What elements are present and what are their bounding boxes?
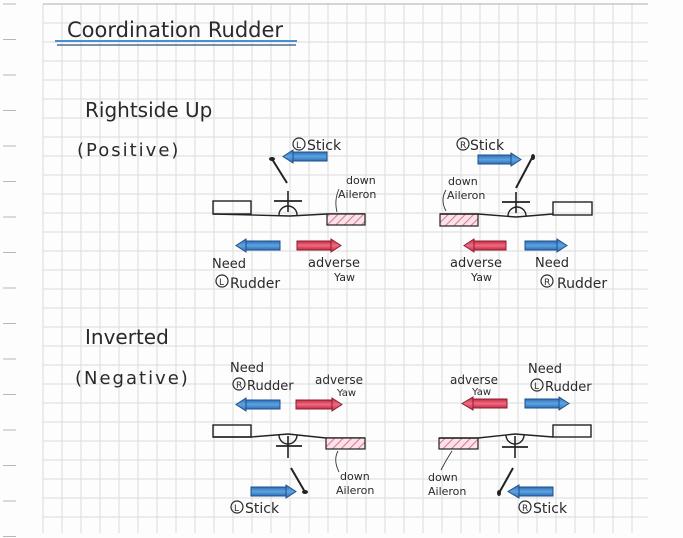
section-heading-inverted: Inverted <box>85 325 169 349</box>
rudder-side-badge <box>215 274 229 288</box>
yaw-label-line2: Yaw <box>471 387 491 398</box>
stick-arrow-right <box>477 152 522 167</box>
stick-arrow-inverted-right <box>507 484 554 499</box>
rudder-label-line2: Rudder <box>247 379 294 394</box>
rudder-label-line1: Need <box>535 256 569 271</box>
stick-label: Stick <box>470 138 505 154</box>
panel-upright-right-stick: R Stick <box>456 137 535 189</box>
rudder-label-line2: Rudder <box>230 276 280 292</box>
rudder-side-letter: L <box>219 278 224 288</box>
aileron-label-line1: down <box>448 175 478 188</box>
aileron-callout-inverted-left: down Aileron <box>335 450 374 497</box>
wing-inverted-right <box>438 424 592 458</box>
stick-side-badge <box>230 500 244 514</box>
control-stick-icon <box>269 157 288 184</box>
rudder-arrow-inverted-left <box>235 397 281 412</box>
rudder-label-line2: Rudder <box>545 380 592 395</box>
down-aileron-right <box>326 213 366 226</box>
aileron-label-line1: down <box>428 471 458 484</box>
margin-ticks <box>3 3 16 537</box>
rudder-side-letter: R <box>236 381 242 391</box>
stick-side-letter: R <box>460 141 466 151</box>
wing-upright-right <box>439 192 593 227</box>
rudder-arrow-upright-left <box>235 238 281 253</box>
rudder-side-letter: L <box>534 382 539 392</box>
section-subheading-positive: (Positive) <box>77 140 180 161</box>
yaw-label-line1: adverse <box>315 373 363 387</box>
stick-side-letter: L <box>296 141 301 151</box>
aileron-label-line2: Aileron <box>336 484 374 497</box>
stick-arrow-inverted-left <box>250 484 297 499</box>
aileron-callout-upright-left: down Aileron <box>335 174 376 213</box>
yaw-label-line2: Yaw <box>336 388 356 399</box>
rudder-label-line1: Need <box>528 362 562 377</box>
yaw-arrow-upright-left <box>296 238 342 253</box>
aileron-callout-upright-right: down Aileron <box>442 175 485 212</box>
aileron-label-line1: down <box>340 470 370 483</box>
yaw-label-line1: adverse <box>450 373 498 387</box>
down-aileron-left <box>438 437 479 450</box>
wing-upright-left <box>212 191 366 226</box>
aileron-label-line2: Aileron <box>428 485 466 498</box>
rudder-label-line1: Need <box>230 361 264 376</box>
stick-label: Stick <box>245 501 280 517</box>
yaw-label-line2: Yaw <box>470 271 492 284</box>
stick-label: Stick <box>533 501 568 517</box>
control-stick-icon <box>497 467 514 496</box>
rudder-arrow-inverted-right <box>524 396 570 411</box>
rudder-label-line2: Rudder <box>557 276 607 292</box>
aileron-label-line2: Aileron <box>338 188 376 201</box>
yaw-arrow-inverted-right <box>461 396 508 411</box>
section-heading-rightside-up: Rightside Up <box>85 98 212 122</box>
stick-side-letter: R <box>522 504 528 514</box>
wing-inverted-left <box>212 424 366 458</box>
page-title: Coordination Rudder <box>67 18 283 42</box>
rudder-side-badge <box>530 378 544 392</box>
control-stick-icon <box>515 154 535 189</box>
rudder-side-badge <box>540 274 554 288</box>
down-aileron-right <box>325 437 366 450</box>
yaw-label-line2: Yaw <box>333 271 355 284</box>
down-aileron-left <box>439 213 479 227</box>
panel-upright-left-stick: L Stick <box>269 137 342 184</box>
yaw-arrow-inverted-left <box>295 397 343 412</box>
stick-side-badge <box>518 500 532 514</box>
rudder-label-line1: Need <box>212 257 246 272</box>
yaw-label-line1: adverse <box>450 256 502 271</box>
rudder-side-badge <box>232 377 246 391</box>
aileron-callout-inverted-right: down Aileron <box>428 450 466 498</box>
control-stick-icon <box>290 467 308 494</box>
yaw-arrow-upright-right <box>463 238 507 253</box>
stick-side-badge <box>456 137 470 151</box>
aileron-label-line2: Aileron <box>447 189 485 202</box>
section-subheading-negative: (Negative) <box>75 368 190 389</box>
yaw-label-line1: adverse <box>308 256 360 271</box>
title-underline <box>55 40 297 46</box>
rudder-arrow-upright-right <box>524 238 568 253</box>
stick-label-upright-left: L Stick <box>292 137 342 154</box>
stick-side-letter: L <box>234 504 239 514</box>
aileron-label-line1: down <box>346 174 376 187</box>
rudder-side-letter: R <box>544 278 550 288</box>
stick-arrow-left <box>282 149 328 164</box>
stick-label: Stick <box>307 138 342 154</box>
